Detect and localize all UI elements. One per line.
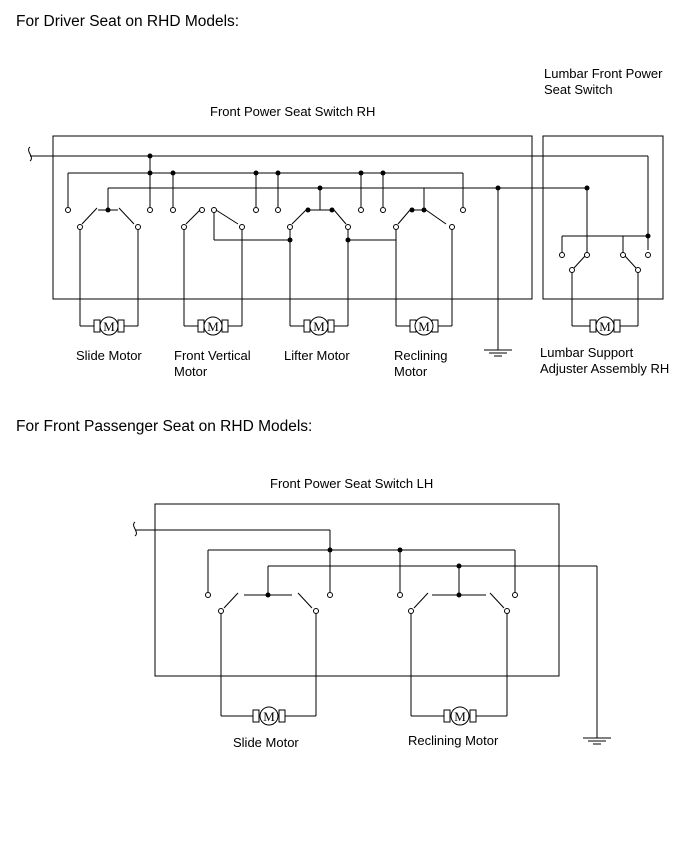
passenger-heading: For Front Passenger Seat on RHD Models: [16,418,313,435]
motor-symbol: M [207,319,219,334]
passenger-slide-motor-label: Slide Motor [233,735,299,750]
junction-dot [317,185,323,191]
driver-supply-break [28,146,32,162]
lumbar-switch-label: Lumbar Front Power Seat Switch [544,66,663,97]
motor-symbol: M [313,319,325,334]
passenger-reclining-motor-label: Reclining Motor [408,733,499,748]
ground-symbol [484,349,512,357]
lumbar-support-motor: M [572,316,638,336]
slide-motor: M [80,316,138,336]
junction-dot [147,170,153,176]
passenger-slide-motor: M [221,706,316,726]
motor-symbol: M [103,319,115,334]
front-vertical-switch [170,207,290,326]
ground-symbol [583,737,611,745]
slide-motor-label: Slide Motor [76,348,142,363]
lumbar-support-adjuster-label: Lumbar Support Adjuster Assembly RH [540,345,670,376]
driver-heading: For Driver Seat on RHD Models: [16,13,240,30]
junction-dot [327,547,333,553]
passenger-reclining-switch [397,592,518,716]
passenger-switch-box [154,503,560,677]
lumbar-switch [542,135,664,300]
reclining-switch [380,188,466,326]
motor-symbol: M [418,319,430,334]
driver-switch-box [52,135,533,300]
motor-symbol: M [599,319,611,334]
lifter-motor: M [290,316,348,336]
reclining-motor: M [396,316,452,336]
lumbar-switch-contacts [559,233,651,326]
passenger-supply-break [133,521,137,537]
lumbar-switch-box [542,135,664,300]
lifter-motor-label: Lifter Motor [284,348,350,363]
passenger-switch-label: Front Power Seat Switch LH [270,476,434,491]
lifter-switch [275,207,396,326]
front-vertical-motor: M [184,316,242,336]
motor-symbol: M [454,709,466,724]
passenger-slide-switch [205,592,333,716]
passenger-reclining-motor: M [411,706,507,726]
driver-switch-rh [52,135,533,300]
driver-switch-label: Front Power Seat Switch RH [210,104,376,119]
motor-symbol: M [263,709,275,724]
front-vertical-motor-label: Front Vertical Motor [174,348,251,379]
slide-switch [65,207,153,326]
reclining-motor-label: Reclining Motor [394,348,448,379]
